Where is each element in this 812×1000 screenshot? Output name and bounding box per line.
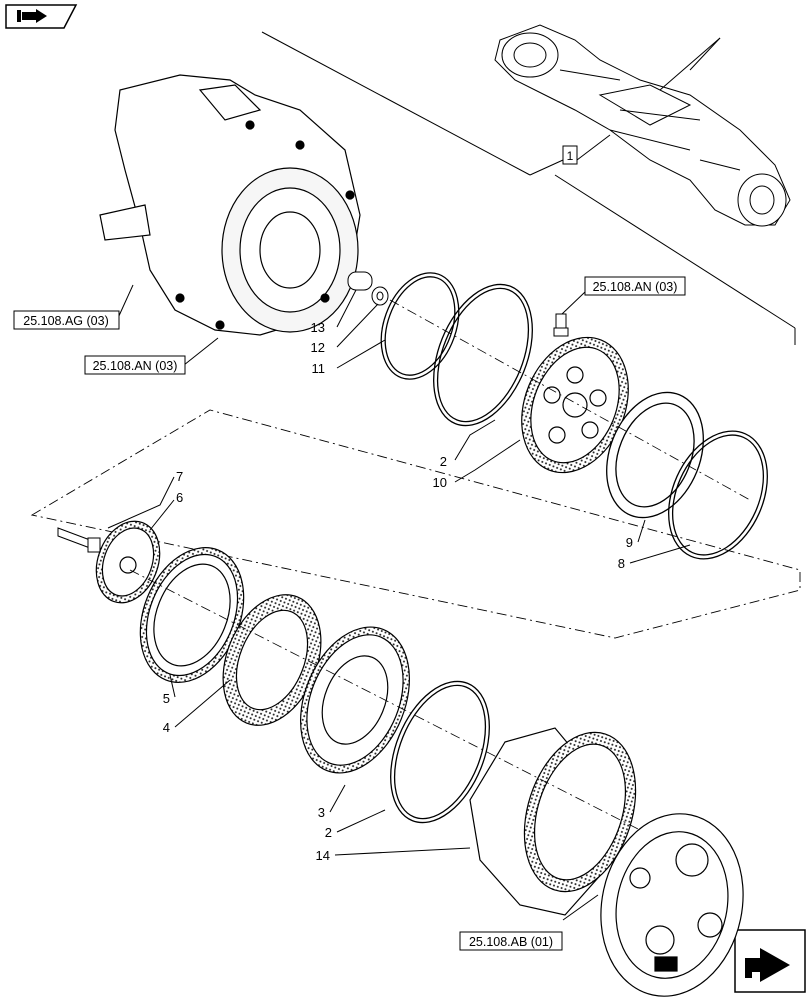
callout-14: 14 — [316, 848, 330, 863]
part-2-snap-ring-lower — [390, 680, 490, 824]
callout-2-upper: 2 — [440, 454, 447, 469]
ref-label: 25.108.AN (03) — [93, 359, 178, 373]
part-3-disc — [299, 626, 411, 774]
assembly-callout[interactable]: 1 — [562, 145, 578, 165]
callout-2-lower: 2 — [325, 825, 332, 840]
callout-7: 7 — [176, 469, 183, 484]
ref-label: 25.108.AB (01) — [469, 935, 553, 949]
callout-5: 5 — [163, 691, 170, 706]
ref-25-108-ag-03[interactable]: 25.108.AG (03) — [13, 310, 120, 330]
part-5-friction-disc — [139, 547, 245, 683]
callout-12: 12 — [311, 340, 325, 355]
part-12-washer — [371, 286, 389, 306]
part-11-ring — [380, 272, 460, 380]
callout-10: 10 — [433, 475, 447, 490]
ref-25-108-an-03-left[interactable]: 25.108.AN (03) — [84, 355, 186, 375]
callout-8: 8 — [618, 556, 625, 571]
assembly-number: 1 — [567, 149, 574, 163]
ref-label: 25.108.AG (03) — [23, 314, 108, 328]
callout-11: 11 — [312, 361, 326, 376]
wheel-cover-illustration — [600, 813, 744, 997]
hub-housing-illustration — [99, 74, 361, 336]
ref-25-108-ab-01[interactable]: 25.108.AB (01) — [459, 931, 563, 951]
part-6-gear — [95, 520, 161, 604]
part-4-friction-disc — [222, 594, 322, 726]
part-10-gear — [521, 336, 629, 474]
group-outline-dashed — [30, 409, 801, 639]
callout-6: 6 — [176, 490, 183, 505]
fitting-part — [553, 313, 569, 337]
book-arrow-icon[interactable] — [5, 4, 78, 29]
axis-centerline-lower — [129, 569, 641, 831]
leader-lines — [107, 284, 691, 921]
part-7-bolt — [57, 527, 101, 553]
axle-assembly-illustration — [494, 24, 791, 227]
next-page-arrow-icon[interactable] — [734, 929, 806, 993]
callout-9: 9 — [626, 535, 633, 550]
ref-25-108-an-03-right[interactable]: 25.108.AN (03) — [584, 276, 686, 296]
callout-4: 4 — [163, 720, 170, 735]
part-9-plate — [606, 391, 704, 519]
part-14-ring-gear — [469, 727, 637, 916]
axis-centerline-upper — [389, 299, 751, 501]
callout-labels: 13 12 11 2 10 9 8 7 6 5 4 3 2 14 — [163, 320, 633, 863]
part-2-snap-ring-upper — [433, 283, 533, 427]
callout-13: 13 — [311, 320, 325, 335]
part-8-ring — [668, 430, 768, 560]
ref-label: 25.108.AN (03) — [593, 280, 678, 294]
callout-3: 3 — [318, 805, 325, 820]
part-13-pin — [347, 271, 373, 291]
